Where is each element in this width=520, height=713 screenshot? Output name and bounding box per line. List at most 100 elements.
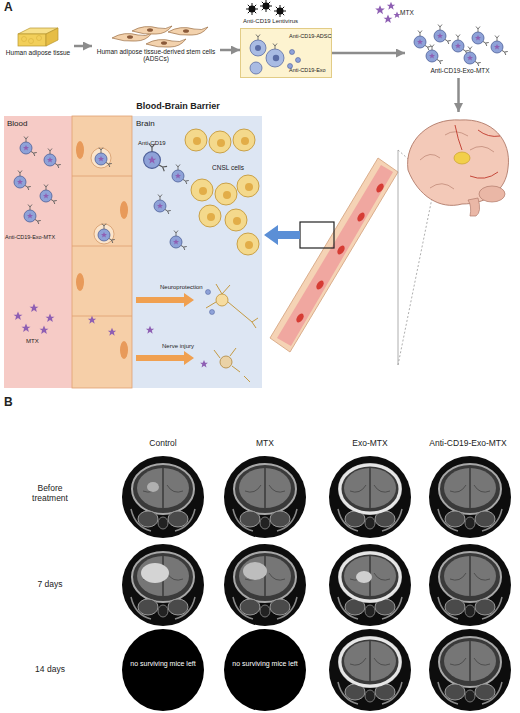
loaded-exosomes [426, 45, 443, 64]
drug-name: MTX [26, 338, 56, 345]
drug-name: MTX [400, 9, 424, 16]
loaded-exosomes [464, 47, 481, 66]
exosome-product: Anti-CD19-Exo-MTX [405, 28, 515, 78]
adipose-tissue-block [37, 36, 42, 41]
blood-vessel [264, 150, 432, 365]
panel-letter: A [4, 1, 24, 15]
mri-scans [141, 563, 169, 583]
stem-cells [132, 26, 172, 34]
lentivirus-icons [246, 3, 258, 15]
blood-vessel [398, 150, 432, 365]
adipose-tissue-block [46, 28, 58, 46]
flow-arrow [74, 45, 92, 48]
loaded-exosomes [434, 25, 451, 44]
brain-drawing [479, 186, 505, 202]
mri-scans [224, 456, 306, 538]
exosome-label: Anti-CD19-Exo [289, 67, 333, 73]
panel-heading: Blood-Brain Barrier [94, 101, 262, 111]
node-label: Human adipose tissue-derived stem cells … [92, 48, 220, 63]
exosomes-crossing [95, 148, 112, 167]
drug-stars [384, 15, 393, 23]
node-label: CNSL [416, 168, 456, 175]
flow-arrow [220, 49, 240, 52]
stem-cells [127, 35, 133, 39]
blood-vessel [336, 244, 346, 256]
lentivirus-icons [260, 0, 272, 12]
effect-label: Nerve injury [162, 343, 232, 350]
lentivirus-icons [246, 0, 286, 17]
brain-drawing [420, 132, 494, 189]
blood-vessel [295, 312, 305, 324]
row-label: Before treatment [20, 484, 80, 504]
drug-stars [375, 5, 385, 14]
drug-stars [387, 2, 395, 10]
loaded-exosomes [414, 25, 508, 66]
mri-scans [147, 482, 159, 492]
stem-cells [146, 39, 186, 47]
flow-arrow [457, 78, 460, 112]
mri-scans [429, 629, 511, 711]
column-header: Control [123, 439, 203, 449]
stem-cells [161, 41, 167, 45]
region-label: Blood [7, 119, 67, 128]
node-outline [122, 629, 204, 711]
stem-cells [146, 39, 186, 47]
endothelium [76, 141, 84, 159]
row-label: 7 days [20, 580, 80, 590]
blood-vessel [270, 158, 398, 352]
adipose-tissue-block [18, 28, 58, 46]
node-label: Anti-CD19-Exo-MTX [405, 67, 515, 74]
free-drug-stars [108, 328, 116, 336]
mri-scans [340, 638, 400, 686]
endothelium [120, 201, 128, 219]
flow-arrow [332, 52, 405, 55]
blood-vessel [315, 279, 325, 291]
slot-note: no surviving mice left [232, 660, 298, 668]
brain-drawing [455, 125, 500, 178]
blood-region: BloodAnti-CD19-Exo-MTXMTX [4, 116, 72, 388]
brain-drawing [468, 198, 480, 216]
row-label: 14 days [20, 665, 80, 675]
loaded-exosomes [472, 27, 489, 46]
mri-scans [329, 629, 411, 711]
node-outline [224, 629, 306, 711]
stem-cells [168, 27, 208, 35]
lentivirus-icons [274, 5, 286, 17]
mri-scans [340, 553, 400, 601]
cell-label: CNSL cells [212, 164, 260, 171]
mri-scans [122, 456, 511, 711]
stem-cells [112, 33, 152, 41]
drug-stars [393, 11, 400, 18]
brain-drawing [454, 152, 470, 164]
antibody-label: Anti-CD19 [138, 140, 188, 147]
loaded-exosomes [491, 36, 508, 55]
mri-scans [243, 562, 267, 580]
free-drug-stars [88, 316, 96, 324]
stem-cells [132, 26, 172, 34]
mri-scans [329, 544, 411, 626]
brain-illustration: CNSL [400, 112, 512, 212]
stem-cells [112, 33, 152, 41]
column-header: MTX [225, 439, 305, 449]
mri-scans [340, 465, 400, 513]
brain-drawing [408, 120, 509, 206]
adipose-tissue-block [18, 34, 46, 46]
loaded-exosomes [414, 31, 431, 50]
endothelium [72, 116, 132, 388]
region-label: Brain [136, 119, 196, 128]
transduction-box: Anti-CD19 LentivirusAnti-CD19-ADSCAnti-C… [240, 28, 332, 78]
effect-label: Neuroprotection [160, 284, 240, 291]
mri-empty-slot: no surviving mice left [224, 629, 306, 711]
endothelium [72, 116, 132, 388]
cell-culture: Human adipose tissue-derived stem cells … [92, 22, 220, 72]
blood-vessel [300, 222, 334, 248]
blood-vessel [264, 225, 300, 245]
endothelium [76, 273, 84, 291]
adipose-tissue-block [29, 39, 34, 44]
adipose-tissue-block [22, 37, 27, 42]
mri-empty-slot: no surviving mice left [122, 629, 204, 711]
mri-scans [122, 544, 204, 626]
endothelium [72, 176, 132, 316]
source-tissue: Human adipose tissue [2, 24, 74, 68]
